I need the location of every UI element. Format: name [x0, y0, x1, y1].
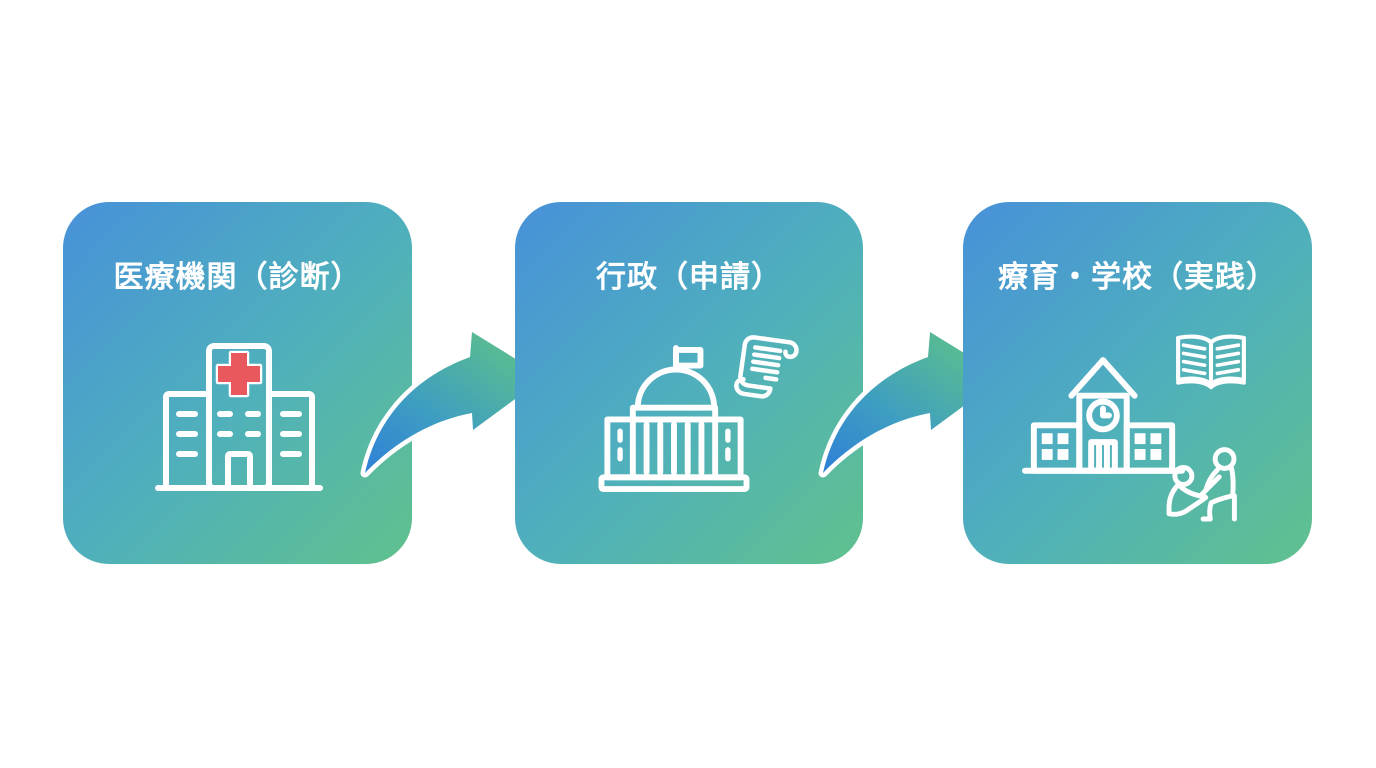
- card-title: 行政（申請）: [596, 261, 782, 294]
- hospital-building-icon: [155, 343, 323, 491]
- scroll-document-icon: [734, 335, 799, 399]
- school-building-icon: [1022, 357, 1185, 474]
- card-title: 医療機関（診断）: [113, 261, 362, 294]
- card-therapy-school: 療育・学校（実践）: [963, 202, 1312, 564]
- open-book-icon: [1176, 334, 1246, 390]
- red-cross-icon: [215, 350, 263, 398]
- card-medical-institution: 医療機関（診断）: [63, 202, 412, 564]
- flow-arrow-icon: [818, 327, 1008, 478]
- people-support-icon: [1166, 447, 1237, 522]
- card-government: 行政（申請）: [515, 202, 863, 564]
- flow-arrow-icon: [360, 327, 550, 478]
- card-title: 療育・学校（実践）: [998, 261, 1277, 294]
- clock-icon: [1086, 398, 1120, 433]
- government-building-icon: [598, 345, 750, 492]
